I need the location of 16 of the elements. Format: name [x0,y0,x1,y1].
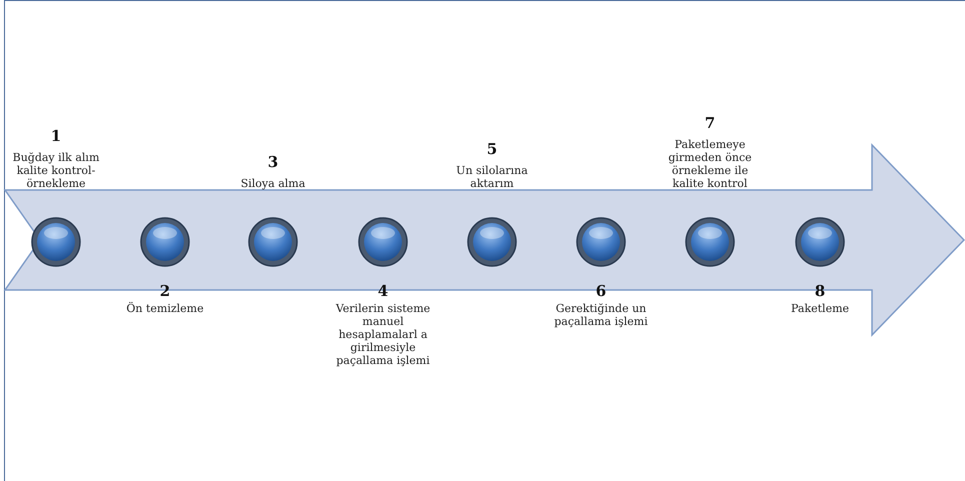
step-description: Verilerin sisteme manuel hesaplamalarl a girilmesiyle paçallama işlemi [335,302,431,367]
step-number: 6 [596,282,606,300]
step-number: 5 [486,140,498,158]
step-description: Gerektiğinde un paçallama işlemi [553,302,649,328]
step-number: 7 [704,114,716,132]
step-number: 1 [50,127,62,145]
step-description: Ön temizleme [125,302,205,315]
step-description: Paketleme [790,302,850,315]
step-description: Un silolarına aktarım [455,164,529,190]
step-number: 4 [378,282,388,300]
step-number: 2 [160,282,170,300]
step-number: 3 [268,153,278,171]
step-description: Buğday ilk alım kalite kontrol- örnekleme [12,151,100,190]
step-description: Siloya alma [240,177,306,190]
step-description: Paketlemeye girmeden önce örnekleme ile kalite kontrol [667,138,753,190]
step-number: 8 [814,282,826,300]
